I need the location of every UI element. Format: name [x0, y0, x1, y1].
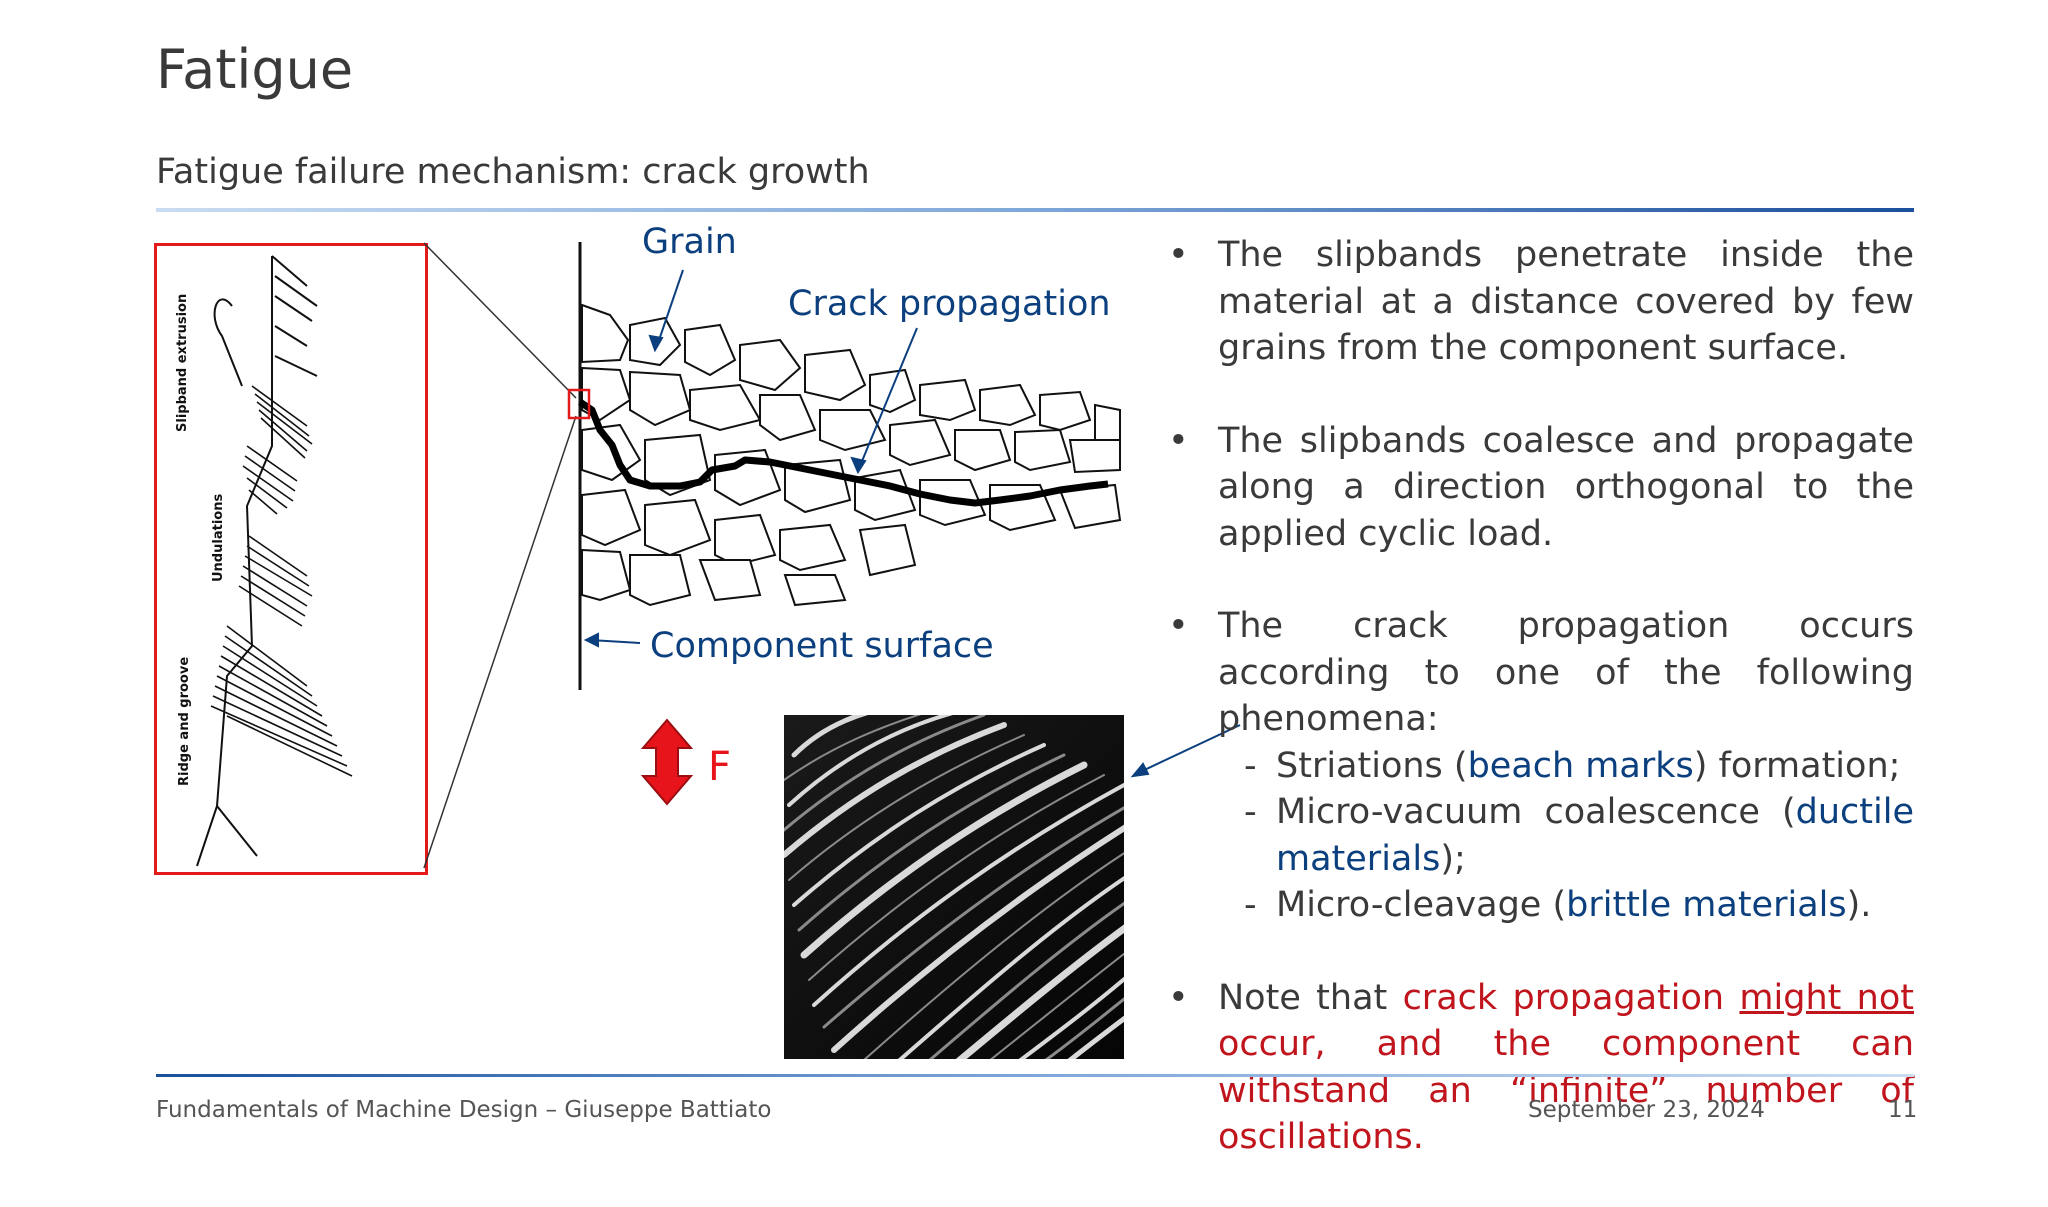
photo-pointer-head [1130, 762, 1150, 778]
bullet-text: The crack propagation occurs according t… [1218, 606, 1914, 739]
slide-title: Fatigue [156, 38, 354, 101]
bullet-dot: • [1168, 977, 1189, 1018]
bullet-slipbands-coalesce: • The slipbands coalesce and propagate a… [1168, 418, 1914, 558]
grain-label: Grain [642, 222, 737, 262]
zoom-line-bottom [423, 415, 577, 869]
bullet-text: The slipbands penetrate inside the mater… [1218, 235, 1914, 368]
slide-subtitle: Fatigue failure mechanism: crack growth [156, 152, 870, 192]
crack-path [578, 399, 1109, 507]
sub-item-micro-vacuum: - Micro-vacuum coalescence (ductile mate… [1168, 789, 1914, 882]
sub-text: Micro-cleavage ( [1276, 885, 1567, 925]
sub-text: ) formation; [1693, 745, 1901, 786]
striations-texture [781, 702, 1133, 1069]
slipband-sketch [196, 255, 353, 867]
footer-page-number: 11 [1888, 1097, 1918, 1123]
note-red-text: occur, and the component can withstand a… [1218, 1024, 1914, 1157]
sub-dash: - [1244, 792, 1257, 832]
grain-cells [581, 303, 1122, 607]
sub-text: Micro-vacuum coalescence ( [1276, 792, 1796, 832]
crack-pointer [859, 327, 918, 467]
zoom-line-top [423, 242, 577, 399]
note-red-text: crack propagation [1402, 977, 1740, 1018]
sub-text: Striations ( [1276, 745, 1468, 786]
force-label: F [708, 744, 732, 790]
bullet-text: The slipbands coalesce and propagate alo… [1218, 420, 1914, 554]
sub-item-striations: - Striations (beach marks) formation; [1168, 743, 1914, 790]
crack-pointer-head [850, 456, 867, 475]
sub-highlight: brittle materials [1566, 885, 1847, 925]
bullet-dot: • [1168, 420, 1189, 461]
bullet-slipbands-penetrate: • The slipbands penetrate inside the mat… [1168, 232, 1914, 372]
force-arrow-icon [640, 718, 694, 806]
sub-highlight: beach marks [1467, 745, 1694, 786]
bullet-note: • Note that crack propagation might not … [1168, 975, 1914, 1161]
striations-photo [781, 702, 1133, 1069]
grain-pointer-head [648, 334, 664, 353]
bullet-dot: • [1168, 235, 1189, 275]
component-surface-label: Component surface [650, 626, 994, 666]
sub-dash: - [1244, 745, 1257, 786]
slipband-diagram-frame: Slipband extrusion Undulations Ridge and… [154, 243, 428, 875]
crack-growth-diagram [423, 242, 1241, 869]
footer-date: September 23, 2024 [1528, 1097, 1765, 1123]
sub-dash: - [1244, 885, 1257, 925]
photo-pointer [1139, 724, 1241, 773]
bullet-list: • The slipbands penetrate inside the mat… [1168, 232, 1914, 1207]
note-underlined-text: might not [1739, 977, 1914, 1018]
header-divider [156, 208, 1914, 212]
bullet-crack-phenomena: • The crack propagation occurs according… [1168, 603, 1914, 929]
sub-highlight: ductile materials [1276, 792, 1914, 879]
grain-pointer [656, 269, 684, 347]
zoom-marker [567, 388, 591, 420]
footer-divider [156, 1074, 1914, 1077]
footer-course: Fundamentals of Machine Design – Giusepp… [156, 1097, 772, 1123]
sub-text: ). [1846, 885, 1872, 925]
sub-item-micro-cleavage: - Micro-cleavage (brittle materials). [1168, 882, 1914, 929]
note-text: Note that [1218, 977, 1403, 1018]
bullet-dot: • [1168, 606, 1189, 646]
surface-pointer-head [583, 632, 599, 648]
sub-text: ); [1440, 838, 1466, 879]
crack-propagation-label: Crack propagation [788, 284, 1111, 324]
